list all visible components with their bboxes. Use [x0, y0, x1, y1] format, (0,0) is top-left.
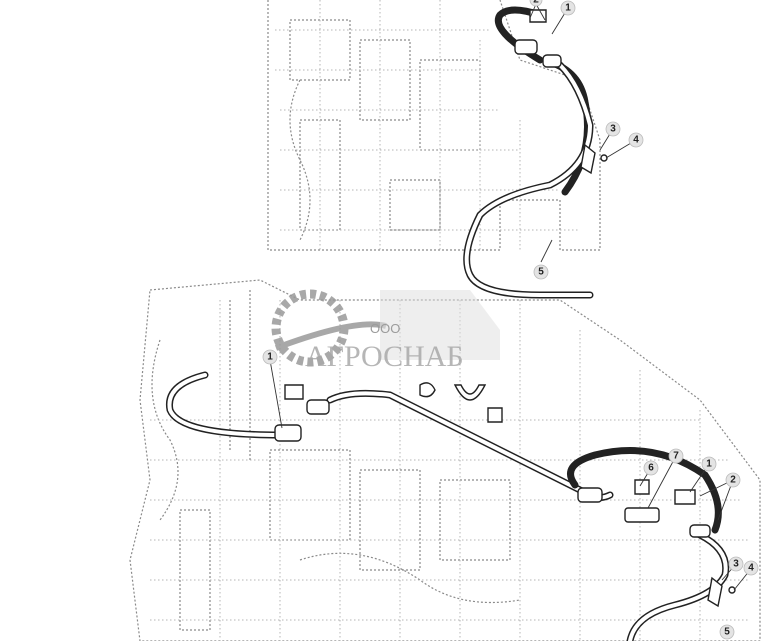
callout-upper-5: 5	[533, 264, 549, 280]
callout-lower-2: 2	[725, 472, 741, 488]
upper-engine-drawing	[267, 0, 601, 251]
svg-text:3: 3	[733, 559, 739, 570]
callout-upper-4: 4	[628, 132, 644, 148]
callout-lower-1a: 1	[262, 349, 278, 365]
callout-lower-4: 4	[743, 560, 759, 576]
watermark-prefix: ООО	[370, 321, 400, 336]
watermark-name: АГРОСНАБ	[305, 340, 464, 373]
callout-lower-5: 5	[719, 624, 735, 640]
watermark-logo: ООО АГРОСНАБ	[271, 289, 500, 373]
lower-hose-assembly	[165, 371, 736, 641]
callout-upper-2: 2	[529, 0, 543, 7]
svg-text:6: 6	[648, 463, 654, 474]
svg-text:1: 1	[706, 459, 712, 470]
svg-text:4: 4	[748, 563, 754, 574]
callout-upper-3: 3	[605, 121, 621, 137]
svg-text:7: 7	[673, 451, 679, 462]
svg-text:5: 5	[724, 627, 730, 638]
upper-hose-assembly	[463, 6, 608, 299]
callout-lower-6: 6	[643, 460, 659, 476]
callout-lower-1b: 1	[701, 456, 717, 472]
callout-upper-1: 1	[560, 0, 576, 16]
callout-lower-7: 7	[668, 448, 684, 464]
svg-text:5: 5	[538, 267, 544, 278]
svg-text:4: 4	[633, 135, 639, 146]
callout-lower-3: 3	[728, 556, 744, 572]
svg-text:1: 1	[267, 352, 273, 363]
svg-text:2: 2	[533, 0, 539, 6]
svg-text:2: 2	[730, 475, 736, 486]
svg-text:1: 1	[565, 3, 571, 14]
svg-text:3: 3	[610, 124, 616, 135]
leader-lines	[269, 3, 751, 591]
